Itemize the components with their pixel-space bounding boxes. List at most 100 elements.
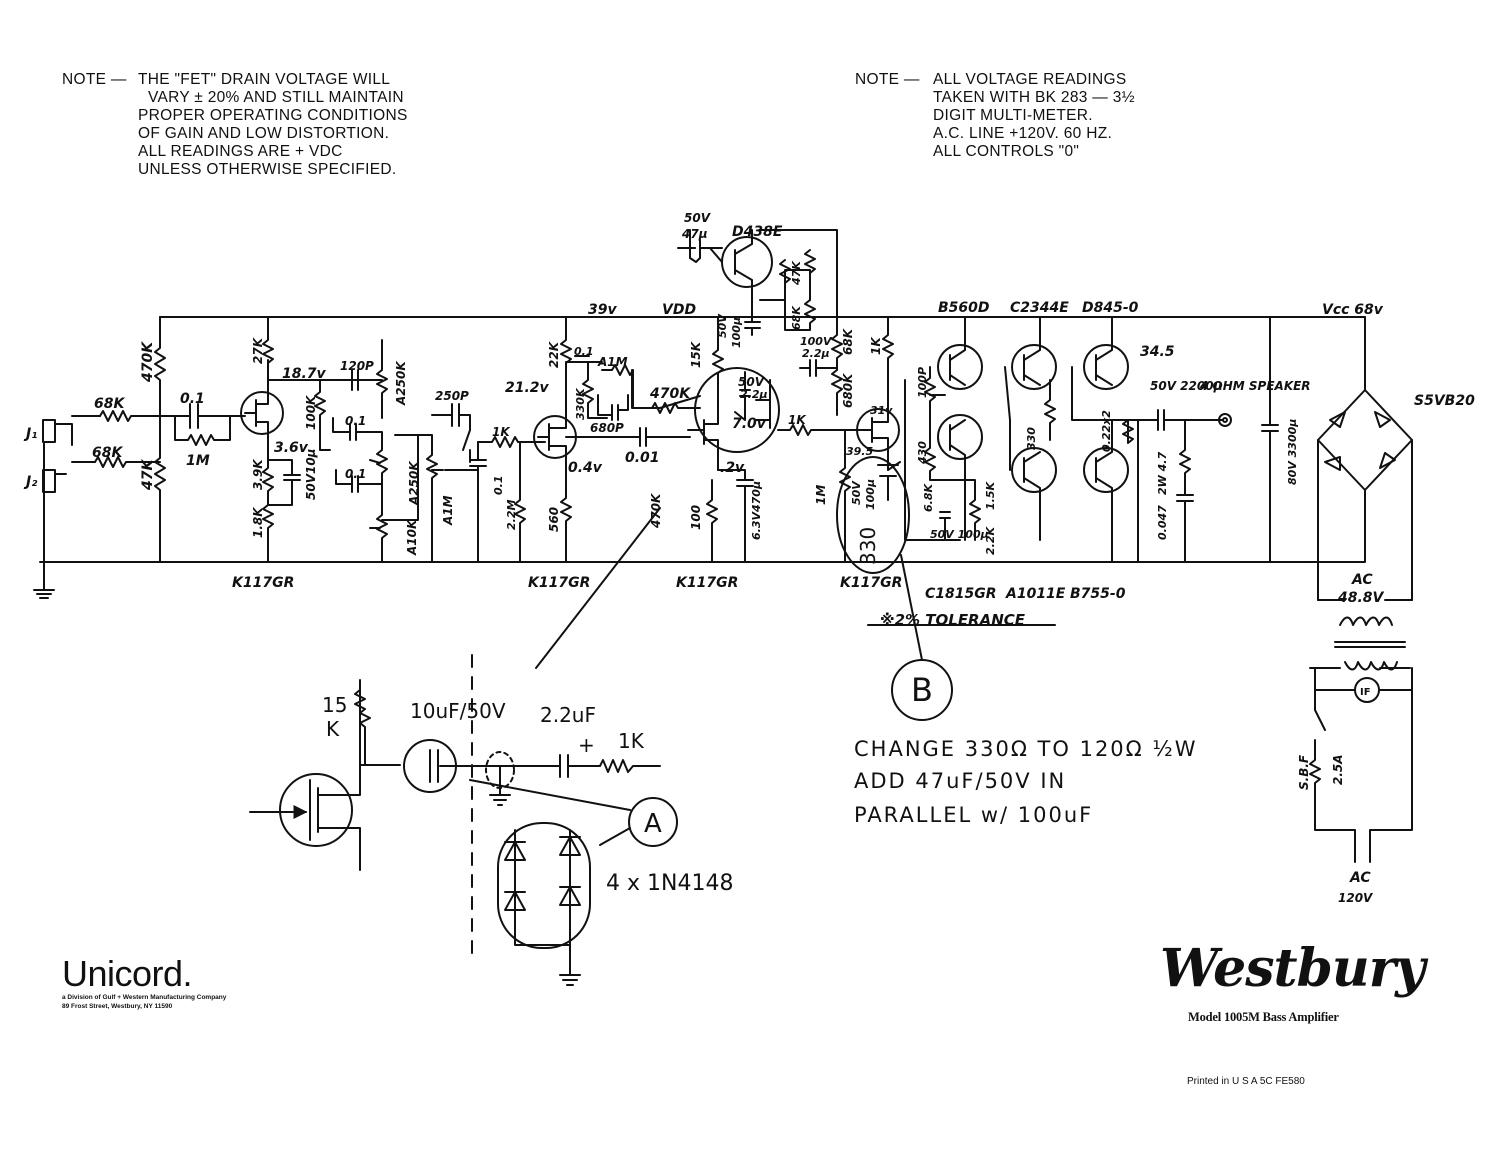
cap-2200u: [1139, 409, 1223, 431]
mod-change-line: ADD 47uF/50V IN: [854, 769, 1066, 793]
label-c680p: 680P: [590, 421, 624, 435]
label-c100p: 100P: [916, 367, 929, 398]
unicord-brand: Unicord. a Division of Gulf + Western Ma…: [62, 955, 226, 1011]
label-c80v3300u: 80V 3300μ: [1286, 419, 1299, 485]
label-a250k: A250K: [394, 360, 408, 406]
label-c100v: 100V: [800, 335, 833, 348]
label-lamp: IF: [1360, 687, 1371, 698]
label-c2344e: C2344E: [1010, 300, 1069, 316]
note-right-line: ALL VOLTAGE READINGS: [933, 71, 1127, 88]
ground-symbol: [33, 589, 55, 599]
label-c50v: 50V: [850, 480, 863, 505]
brand-address: 89 Frost Street, Westbury, NY 11590: [62, 1003, 173, 1010]
label-r1k: 1K: [492, 425, 511, 439]
mod-label-2-2uf: 2.2uF: [540, 703, 596, 727]
label-r68k: 68K: [94, 396, 125, 412]
transistor-b560d: [937, 344, 983, 390]
label-j1: J₁: [23, 426, 37, 442]
label-r100k: 100K: [304, 394, 318, 430]
label-r47k: 47K: [790, 260, 803, 286]
label-c01: 0.1: [345, 414, 366, 428]
resistor-68k-680k: [831, 316, 843, 416]
label-r47k: 47K: [140, 459, 156, 491]
label-tolerance: ※2% TOLERANCE: [880, 611, 1026, 629]
label-r100: 100: [689, 505, 703, 530]
note-left-line: PROPER OPERATING CONDITIONS: [138, 107, 408, 124]
note-left-line: VARY ± 20% AND STILL MAINTAIN: [148, 89, 404, 106]
label-v7-0: 7.0v: [732, 416, 767, 432]
label-r2-2m: 2.2M: [505, 500, 518, 530]
label-b755: B755-0: [1070, 586, 1126, 602]
pot-a1m: [417, 434, 438, 563]
resistor-68k-a: [99, 410, 161, 422]
marker-a: [628, 797, 678, 847]
label-r22k: 22K: [547, 340, 561, 368]
label-r330: 330: [856, 527, 880, 565]
label-r470k: 470K: [649, 492, 663, 529]
label-v34-5: 34.5: [1140, 344, 1175, 360]
label-k117gr: K117GR: [840, 575, 902, 591]
westbury-logo: Westbury Model 1005M Bass Amplifier: [1160, 940, 1425, 1025]
label-c250p: 250P: [435, 389, 469, 403]
mod-change-line: CHANGE 330Ω TO 120Ω ½W: [854, 737, 1198, 761]
label-k117gr: K117GR: [232, 575, 294, 591]
label-c100u: 100μ: [864, 479, 877, 510]
resistor-15k: [712, 316, 724, 401]
label-v39-5: 39.5: [846, 445, 873, 458]
fet-1: [240, 391, 284, 435]
label-c50v: 50V: [738, 375, 766, 389]
marker-b: [891, 659, 953, 721]
resistor-1k-b: [777, 424, 861, 436]
label-c01: 0.1: [180, 391, 205, 407]
mod-label-k: K: [326, 717, 340, 741]
label-c50v100u: 50V 100μ: [930, 528, 989, 541]
label-s5vb20: S5VB20: [1414, 393, 1475, 409]
label-sbf: S.B.F: [1297, 754, 1311, 790]
transistor-c2344e: [1011, 344, 1057, 390]
label-v0-4: 0.4v: [568, 460, 603, 476]
diff-pair-circle: [694, 367, 780, 453]
resistor-560: [560, 489, 572, 563]
mod-label-diodes: 4 x 1N4148: [606, 871, 733, 896]
marker-b-label: B: [911, 671, 933, 709]
transistor-d438e: [721, 236, 773, 288]
label-r2-2k: 2.2K: [984, 526, 997, 555]
label-r560: 560: [547, 507, 561, 532]
mod-label-plus: +: [578, 733, 595, 757]
label-ac: AC: [1349, 870, 1371, 886]
note-right-line: DIGIT MULTI-METER.: [933, 107, 1093, 124]
label-r1-8k: 1.8K: [251, 506, 265, 538]
mod-label-1k: 1K: [618, 729, 645, 753]
label-c001: 0.01: [625, 450, 660, 466]
bridge-rectifier: [1317, 316, 1413, 491]
mod-diode-group: [497, 822, 591, 949]
label-fuse-2-5a: 2.5A: [1331, 754, 1345, 785]
label-r15k: 15K: [689, 340, 703, 368]
label-r1m: 1M: [186, 453, 210, 469]
label-j2: J₂: [23, 474, 38, 490]
logo-model: Model 1005M Bass Amplifier: [1188, 1010, 1339, 1024]
label-k117gr: K117GR: [676, 575, 738, 591]
label-vcc: Vcc 68v: [1322, 302, 1384, 318]
jack-j1: [42, 419, 56, 443]
mod-ground: [489, 765, 511, 806]
label-d845: D845-0: [1082, 300, 1139, 316]
brand-name: Unicord.: [62, 953, 193, 994]
label-ac-48-8v: 48.8V: [1337, 590, 1385, 606]
cap-0.01: [565, 427, 691, 447]
label-r680k: 680K: [841, 372, 855, 408]
resistor-100: [706, 479, 718, 563]
resistor-3.9k-1.8k: [262, 451, 274, 563]
label-r27k: 27K: [251, 336, 265, 364]
label-v0-2: .2v: [720, 460, 745, 476]
label-c50v2200u: 50V 2200μ: [1150, 379, 1223, 393]
label-v21-2: 21.2v: [505, 380, 550, 396]
resistor-470k-b: [651, 402, 701, 414]
label-vdd: VDD: [662, 302, 696, 318]
label-c6-3v470u: 6.3V470μ: [750, 481, 763, 540]
note-right-line: A.C. LINE +120V. 60 HZ.: [933, 125, 1113, 142]
cap-120p: [339, 369, 383, 391]
label-r1k: 1K: [788, 413, 807, 427]
label-c100u: 100μ: [730, 317, 743, 348]
